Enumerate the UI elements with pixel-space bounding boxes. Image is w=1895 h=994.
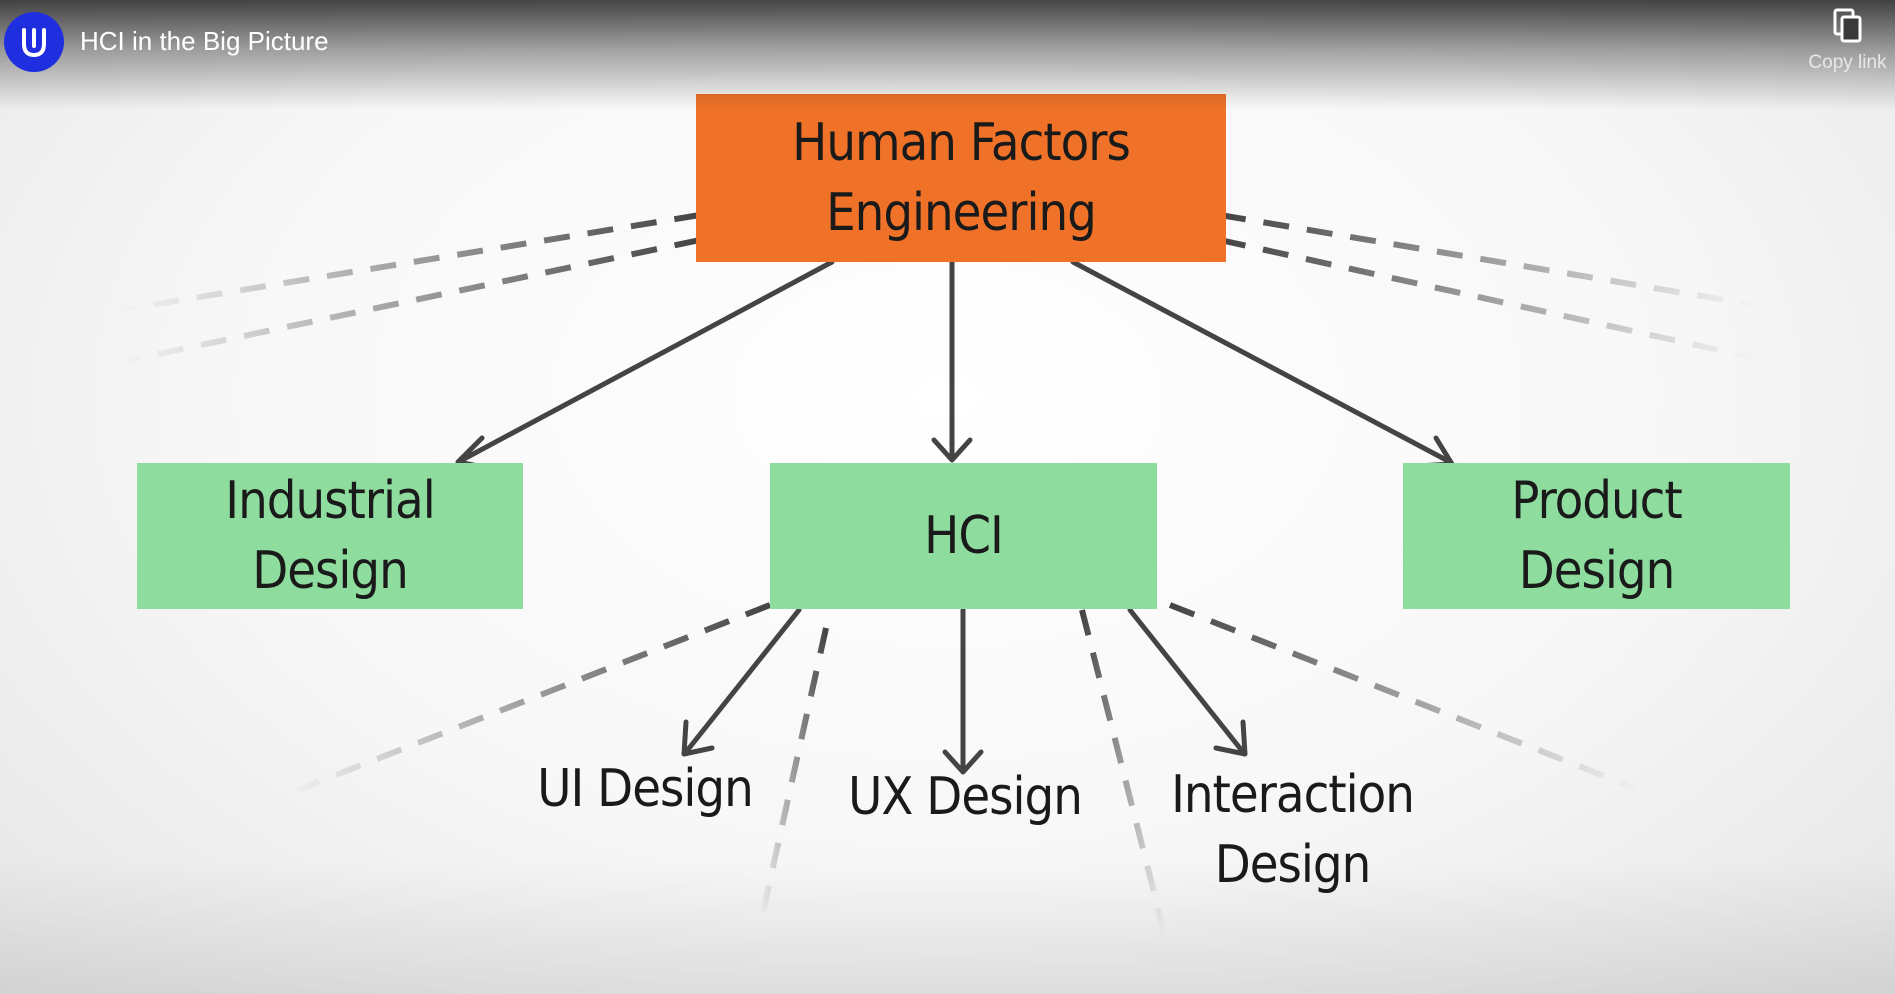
dashed-connector-hci-right: [1168, 602, 1642, 793]
dashed-connector-root-right-2: [1219, 237, 1756, 361]
leaf-ui-design: UI Design: [530, 754, 760, 824]
node-industrial-line2: Design: [252, 541, 409, 601]
copy-link-button[interactable]: Copy link: [1800, 8, 1895, 80]
dashed-connector-hci-down-right: [1079, 609, 1168, 936]
copy-link-label: Copy link: [1808, 52, 1887, 73]
arrow-hci-to-interaction: [1127, 607, 1248, 757]
bottom-shade: [0, 860, 1895, 994]
node-hci: HCI: [770, 463, 1157, 609]
leaf-interaction-line2: Design: [1155, 830, 1430, 900]
dashed-connector-root-right-1: [1219, 212, 1756, 308]
node-product-design: Product Design: [1403, 463, 1790, 609]
leaf-ui-label: UI Design: [537, 759, 753, 819]
node-hci-label: HCI: [924, 505, 1004, 566]
arrow-hci-to-ui: [681, 607, 802, 757]
title-bar-shade: [0, 0, 1895, 110]
node-industrial-design: Industrial Design: [137, 463, 523, 609]
node-product-line2: Design: [1518, 541, 1676, 601]
copy-icon: [1833, 8, 1861, 43]
leaf-interaction-line1: Interaction: [1171, 765, 1415, 825]
node-product-line1: Product: [1511, 470, 1682, 531]
leaf-ux-design: UX Design: [845, 762, 1085, 832]
arrow-root-to-product: [1070, 259, 1455, 469]
arrow-root-to-hci: [931, 259, 973, 463]
arrow-hci-to-ux: [942, 607, 984, 775]
leaf-ux-label: UX Design: [848, 767, 1083, 827]
udacity-logo-glyph: [22, 28, 46, 58]
node-industrial-line1: Industrial: [225, 470, 435, 531]
video-title[interactable]: HCI in the Big Picture: [80, 26, 329, 56]
arrow-root-to-industrial: [455, 259, 835, 471]
leaf-interaction-design: Interaction Design: [1155, 760, 1430, 900]
dashed-connector-hci-down-left: [757, 627, 829, 926]
dashed-connector-root-left-2: [119, 237, 701, 365]
node-root-line1: Human Factors: [792, 112, 1131, 173]
node-human-factors-engineering: Human Factors Engineering: [696, 94, 1226, 262]
dashed-connector-root-left-1: [119, 212, 701, 313]
node-root-line2: Engineering: [826, 183, 1097, 243]
udacity-logo-icon[interactable]: [4, 12, 64, 72]
